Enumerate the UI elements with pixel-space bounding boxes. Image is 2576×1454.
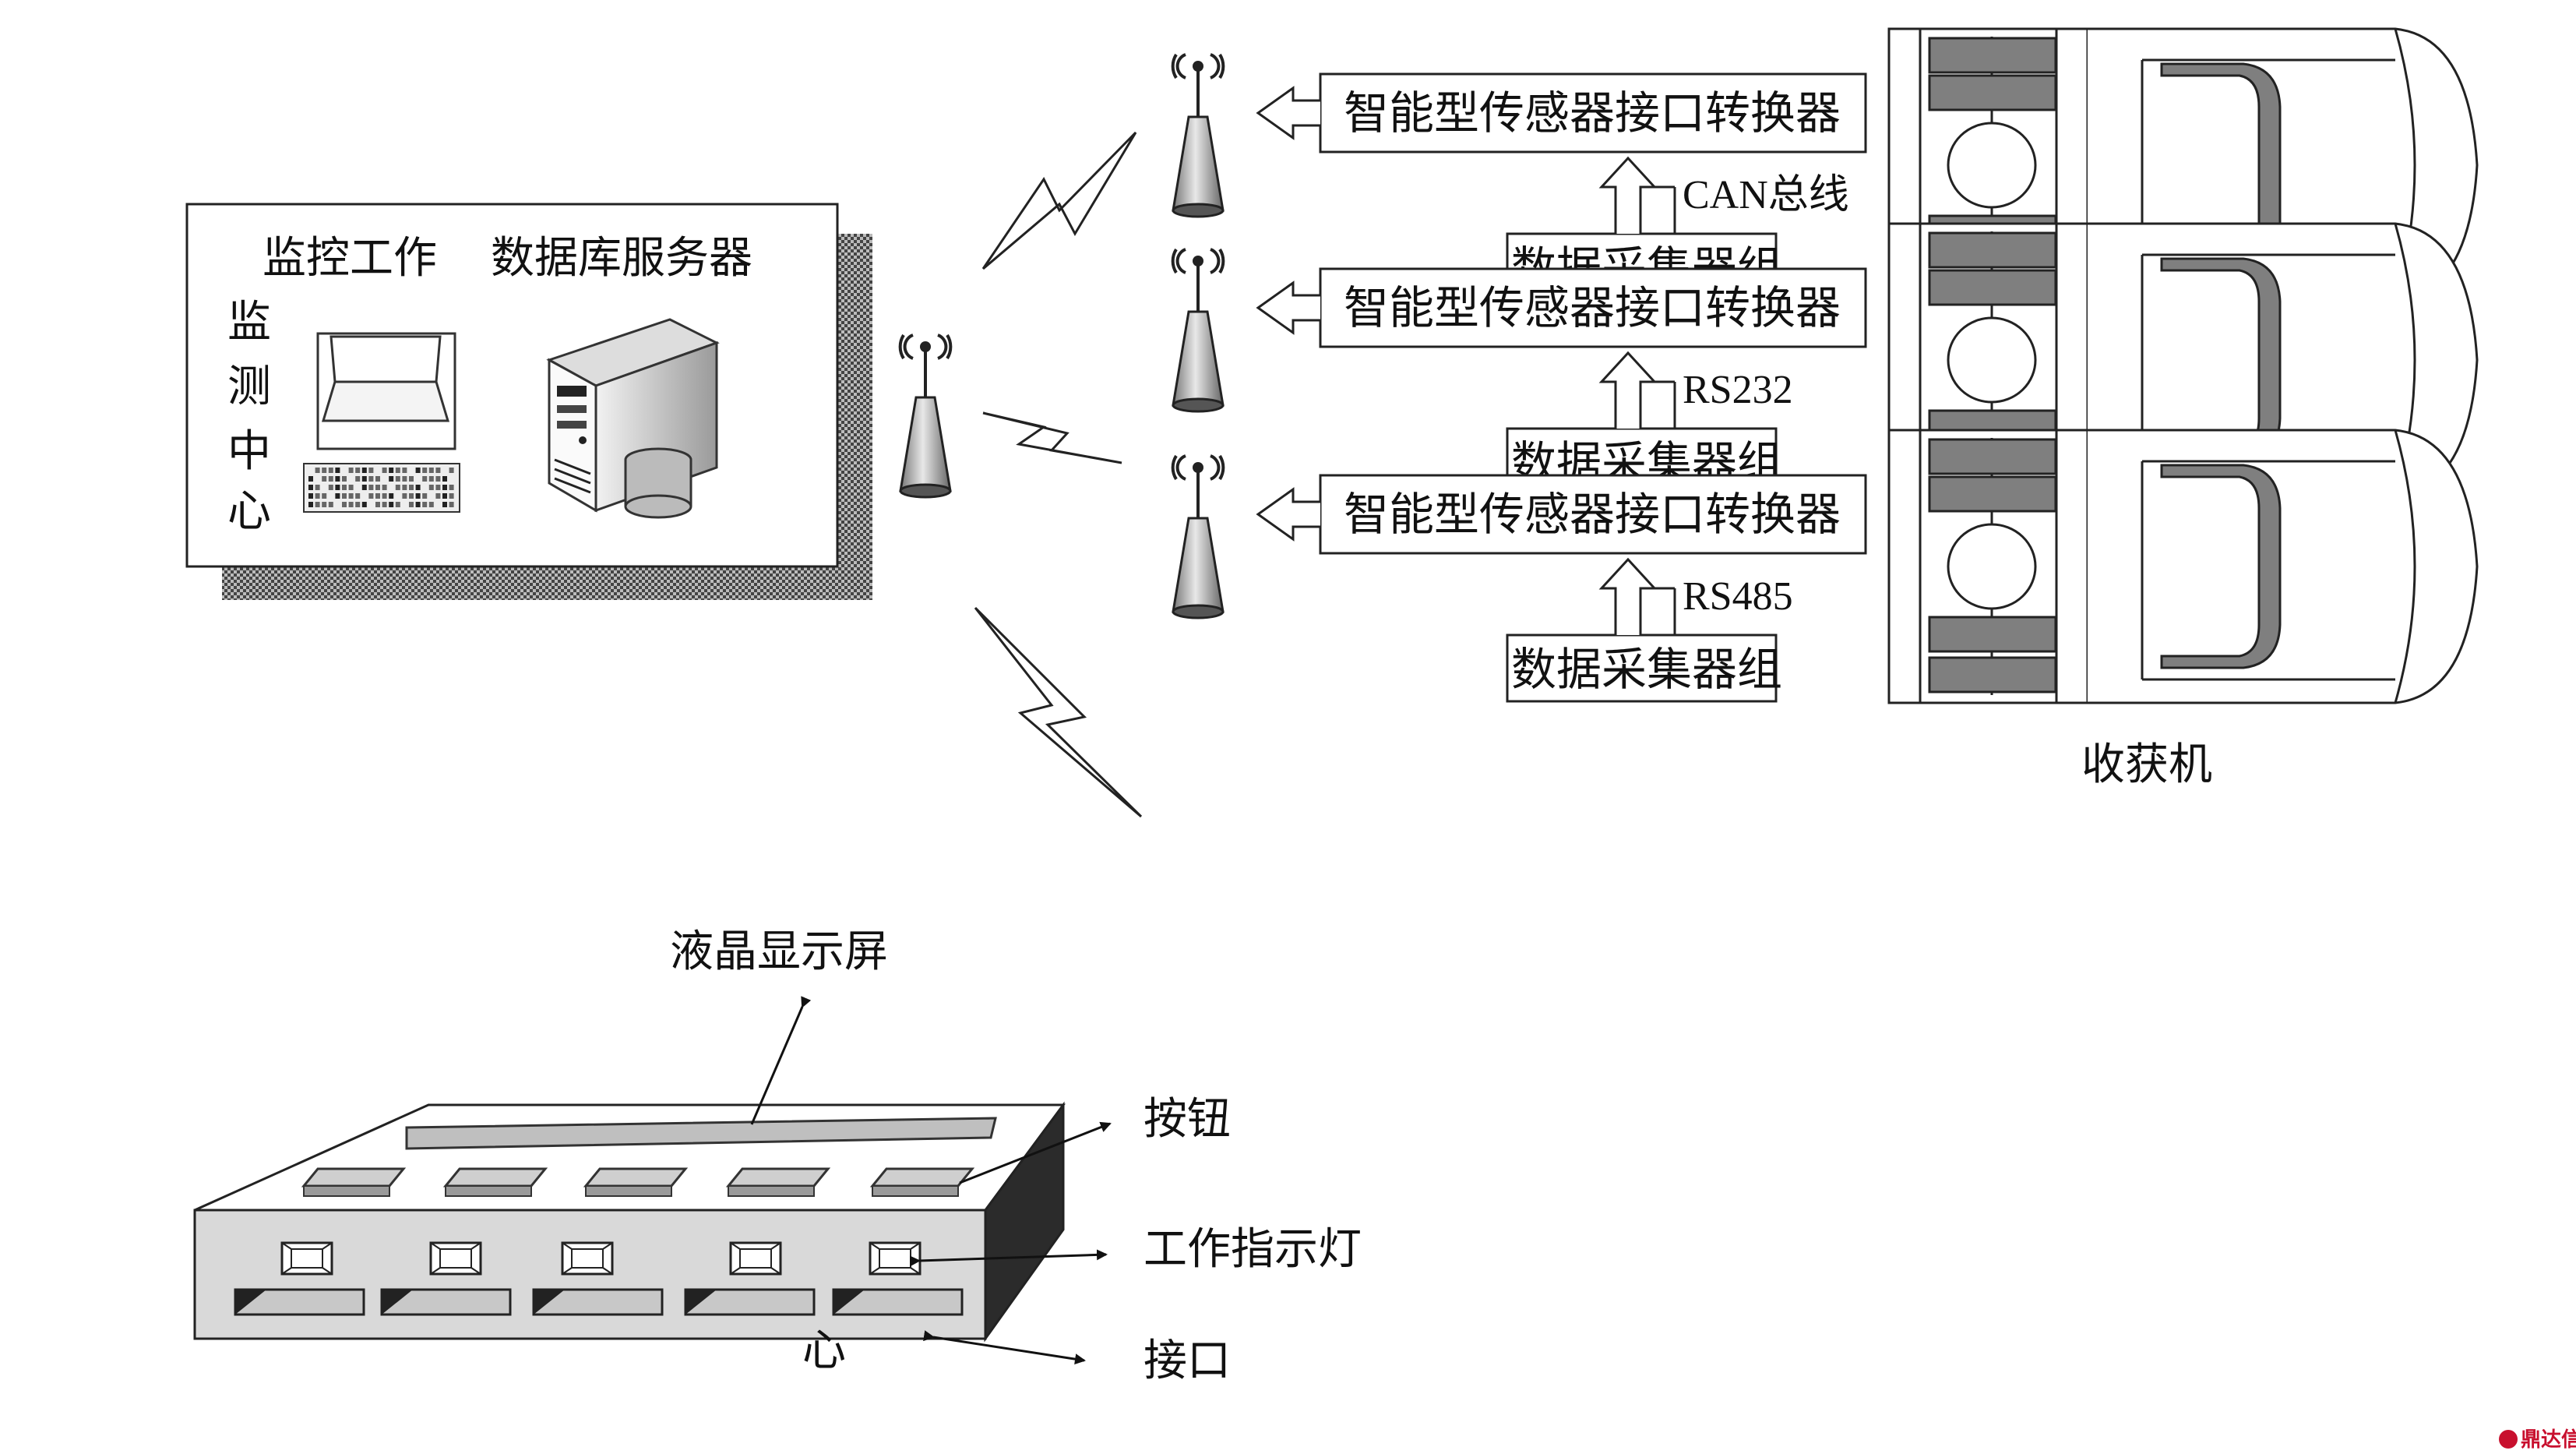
work-indicator-light bbox=[280, 1241, 333, 1276]
field-antenna-icon bbox=[1171, 248, 1225, 413]
button-pointer bbox=[959, 1121, 1112, 1184]
device-port bbox=[832, 1288, 964, 1316]
lcd-screen-pointer bbox=[750, 996, 812, 1125]
device-port bbox=[380, 1288, 512, 1316]
monitor-vertical-char-4: 心 bbox=[227, 486, 271, 537]
sensor-interface-converter-label: 智能型传感器接口转换器 bbox=[1344, 281, 1841, 334]
bus-type-label: RS232 bbox=[1683, 368, 1793, 412]
tractor-top-view-icon bbox=[1887, 429, 2479, 704]
monitor-vertical-char-1: 监 bbox=[227, 297, 271, 348]
sensor-interface-converter-box bbox=[1319, 267, 1867, 348]
work-indicator-light bbox=[561, 1241, 614, 1276]
button-label: 按钮 bbox=[1144, 1094, 1231, 1145]
monitor-vertical-char-2: 测 bbox=[227, 362, 271, 412]
device-port bbox=[234, 1288, 365, 1316]
terminal-device: 液晶显示屏 按钮 工作指示灯 接口 心 bbox=[193, 926, 1362, 1386]
bus-type-label: CAN总线 bbox=[1683, 173, 1849, 217]
lcd-screen-label: 液晶显示屏 bbox=[670, 926, 888, 977]
wireless-link-top bbox=[981, 131, 1137, 270]
watermark-text: 鼎达信 bbox=[2521, 1428, 2576, 1452]
sensor-interface-converter-box bbox=[1319, 72, 1867, 154]
device-button[interactable] bbox=[442, 1167, 548, 1197]
data-flow-arrow-left bbox=[1256, 487, 1320, 542]
monitor-center-panel bbox=[185, 203, 839, 568]
device-button[interactable] bbox=[301, 1167, 407, 1197]
bus-type-label: RS485 bbox=[1683, 574, 1793, 619]
device-button[interactable] bbox=[869, 1167, 975, 1197]
monitor-vertical-char-3: 中 bbox=[227, 426, 271, 477]
data-flow-arrow-up bbox=[1598, 351, 1658, 429]
sensor-interface-converter-box bbox=[1319, 474, 1867, 555]
data-flow-arrow-up bbox=[1598, 557, 1658, 635]
sensor-interface-converter-label: 智能型传感器接口转换器 bbox=[1344, 86, 1841, 139]
data-collector-group-label: 数据采集器组 bbox=[1511, 643, 1782, 696]
data-flow-arrow-left bbox=[1256, 281, 1320, 335]
field-antenna-icon bbox=[1171, 53, 1225, 218]
watermark-logo: 鼎达信 bbox=[2499, 1428, 2576, 1452]
monitor-title-left: 监控工作 bbox=[263, 233, 437, 284]
machine-name-label: 收获机 bbox=[2081, 739, 2212, 790]
database-server-icon bbox=[546, 318, 720, 519]
indicator-light-pointer bbox=[909, 1249, 1108, 1267]
device-button[interactable] bbox=[583, 1167, 689, 1197]
port-label: 接口 bbox=[1144, 1336, 1231, 1386]
wireless-link-middle bbox=[982, 411, 1122, 464]
lcd-screen bbox=[405, 1117, 997, 1150]
device-port bbox=[684, 1288, 816, 1316]
work-indicator-light bbox=[869, 1241, 922, 1276]
port-pointer bbox=[923, 1330, 1086, 1365]
monitor-center: 监控工作 数据库服务器 监 测 中 心 bbox=[185, 203, 872, 600]
device-port bbox=[532, 1288, 664, 1316]
field-antenna-icon bbox=[1171, 454, 1225, 619]
data-flow-arrow-up bbox=[1598, 156, 1658, 234]
device-button[interactable] bbox=[725, 1167, 831, 1197]
data-flow-arrow-left bbox=[1256, 86, 1320, 140]
monitor-title-right: 数据库服务器 bbox=[491, 233, 752, 284]
workstation-icon bbox=[303, 332, 460, 513]
indicator-light-label: 工作指示灯 bbox=[1144, 1224, 1362, 1275]
work-indicator-light bbox=[729, 1241, 782, 1276]
work-indicator-light bbox=[429, 1241, 482, 1276]
wireless-link-bottom bbox=[974, 606, 1143, 818]
central-antenna-icon bbox=[898, 334, 953, 499]
stray-character: 心 bbox=[802, 1325, 846, 1376]
sensor-interface-converter-label: 智能型传感器接口转换器 bbox=[1344, 488, 1841, 541]
